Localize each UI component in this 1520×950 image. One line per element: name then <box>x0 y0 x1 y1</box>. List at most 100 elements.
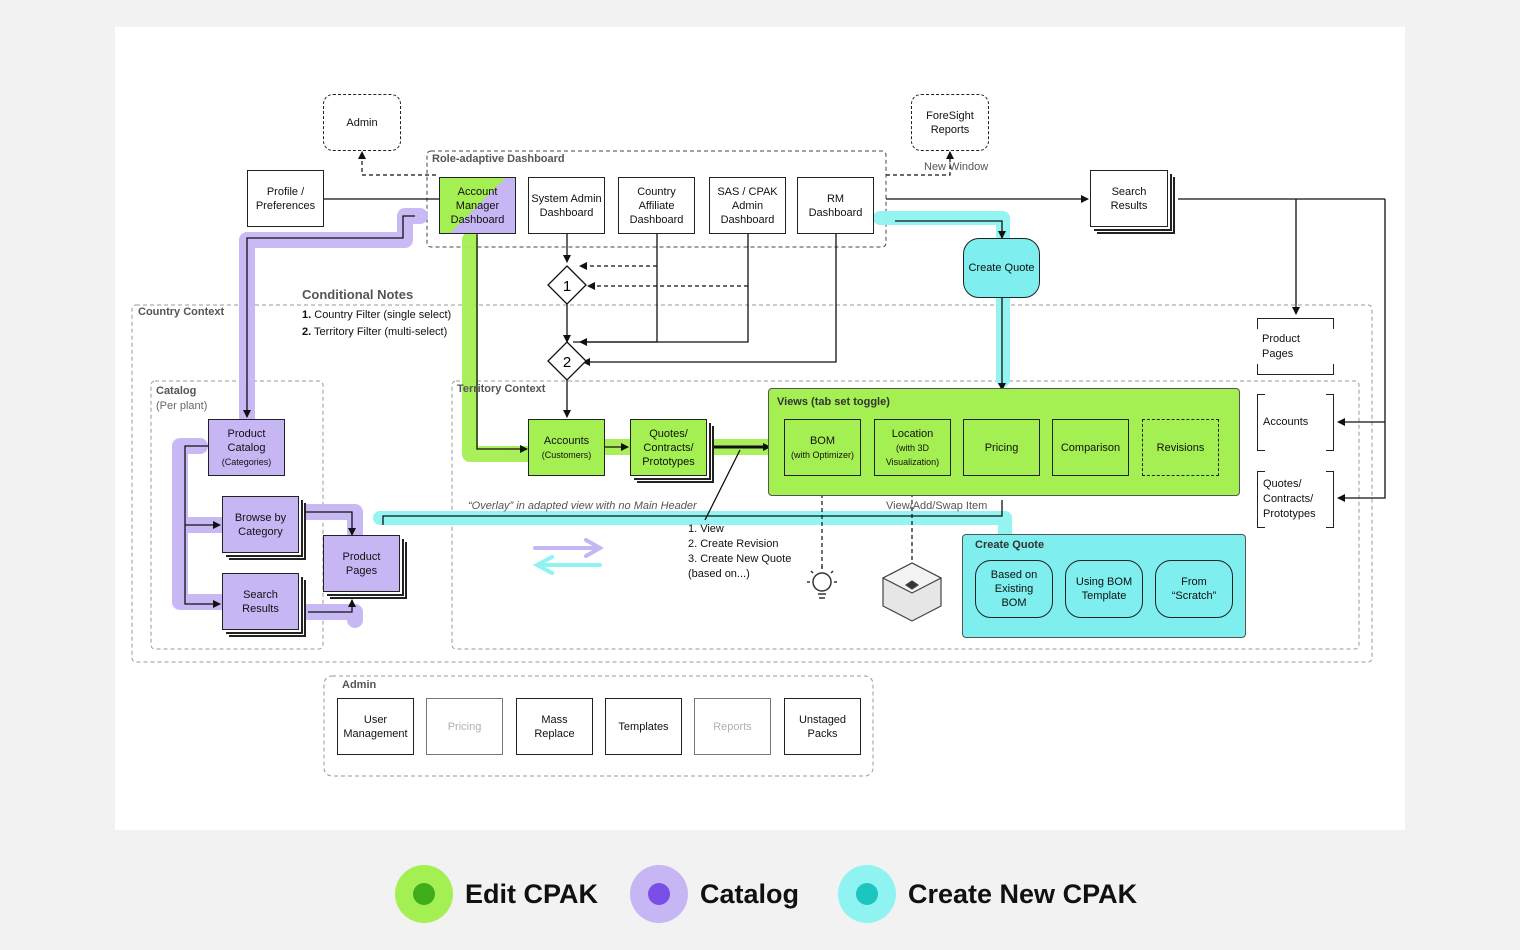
view-tab-bom[interactable]: BOM (with Optimizer) <box>784 419 861 476</box>
catalog-product-pages-node[interactable]: Product Pages <box>323 535 400 592</box>
location-sub: (with 3D Visualization) <box>885 442 940 467</box>
region-admin <box>323 675 874 777</box>
create-quote-node[interactable]: Create Quote <box>963 238 1040 298</box>
admin-section-title: Admin <box>342 679 377 691</box>
country-affiliate-dashboard[interactable]: Country Affiliate Dashboard <box>618 177 695 234</box>
catalog-title: Catalog <box>156 385 197 397</box>
legend-catalog-label: Catalog <box>700 878 800 909</box>
product-pages-bracket[interactable]: Product Pages <box>1257 318 1334 375</box>
quote-action-new: 3. Create New Quote <box>688 553 792 565</box>
legend-create-new-cpak: Create New CPAK <box>838 864 1137 924</box>
edit-cpak-highlight <box>462 232 783 462</box>
revisions-label: Revisions <box>1156 441 1205 454</box>
create-option-scratch-label: From “Scratch” <box>1171 576 1217 602</box>
region-country-context <box>131 304 1373 663</box>
country-affiliate-label: Country Affiliate Dashboard <box>629 185 684 226</box>
admin-node-label: Admin <box>346 116 378 129</box>
location-label: Location <box>891 427 934 440</box>
region-catalog <box>150 380 324 650</box>
create-option-existing-bom[interactable]: Based on Existing BOM <box>975 560 1053 618</box>
view-tab-pricing[interactable]: Pricing <box>963 419 1040 476</box>
quote-actions-list: 1. View 2. Create Revision 3. Create New… <box>688 522 791 582</box>
view-tab-location[interactable]: Location (with 3D Visualization) <box>874 419 951 476</box>
catalog-search-results-node[interactable]: Search Results <box>222 573 299 630</box>
quotes-contracts-node[interactable]: Quotes/ Contracts/ Prototypes <box>630 419 707 476</box>
admin-templates[interactable]: Templates <box>605 698 682 755</box>
accounts-label: Accounts <box>1263 416 1309 428</box>
create-option-bom-template[interactable]: Using BOM Template <box>1065 560 1143 618</box>
legend-create-new-cpak-label: Create New CPAK <box>908 878 1138 909</box>
admin-unstaged-packs[interactable]: Unstaged Packs <box>784 698 861 755</box>
lightbulb-icon <box>807 566 837 599</box>
admin-pricing-label: Pricing <box>447 720 482 733</box>
quote-action-revision: 2. Create Revision <box>688 538 779 550</box>
foresight-reports-label: ForeSight Reports <box>926 109 974 136</box>
rm-dashboard-label: RM Dashboard <box>808 192 863 219</box>
comparison-label: Comparison <box>1060 441 1121 454</box>
decision-1: 1 <box>547 265 587 305</box>
conditional-note-2: 2. Territory Filter (multi-select) <box>302 326 447 338</box>
create-quote-title: Create Quote <box>975 539 1045 551</box>
admin-user-management-label: User Management <box>343 713 408 740</box>
views-title: Views (tab set toggle) <box>777 396 890 408</box>
cube-3d-icon <box>881 562 943 622</box>
browse-by-category-label: Browse by Category <box>234 511 287 538</box>
catalog-subtitle: (Per plant) <box>156 400 208 412</box>
connector-lines <box>184 195 1386 613</box>
create-option-scratch[interactable]: From “Scratch” <box>1155 560 1233 618</box>
admin-mass-replace-label: Mass Replace <box>534 713 575 740</box>
profile-preferences-node[interactable]: Profile / Preferences <box>247 170 324 227</box>
product-pages-label: Product Pages <box>1262 333 1300 360</box>
legend-catalog-swatch <box>630 865 688 923</box>
foresight-reports-node[interactable]: ForeSight Reports <box>911 94 989 151</box>
quote-action-based-on: (based on...) <box>688 568 750 580</box>
catalog-product-pages-label: Product Pages <box>342 550 381 577</box>
admin-pricing[interactable]: Pricing <box>426 698 503 755</box>
create-quote-node-label: Create Quote <box>968 262 1035 274</box>
admin-user-management[interactable]: User Management <box>337 698 414 755</box>
legend-catalog: Catalog <box>630 864 799 924</box>
conditional-note-1: 1. Country Filter (single select) <box>302 309 451 321</box>
role-dashboard-title: Role-adaptive Dashboard <box>432 153 565 165</box>
view-tab-comparison[interactable]: Comparison <box>1052 419 1129 476</box>
admin-unstaged-packs-label: Unstaged Packs <box>798 713 847 740</box>
catalog-search-results-label: Search Results <box>242 588 279 615</box>
product-catalog-node[interactable]: Product Catalog (Categories) <box>208 419 285 476</box>
legend-edit-cpak-label: Edit CPAK <box>465 878 598 909</box>
note-2-text: Territory Filter (multi-select) <box>314 326 448 338</box>
note-1-num: 1. <box>302 309 312 321</box>
admin-node[interactable]: Admin <box>323 94 401 151</box>
product-catalog-sub: (Categories) <box>221 456 272 467</box>
product-catalog-label: Product Catalog <box>227 427 266 454</box>
admin-reports[interactable]: Reports <box>694 698 771 755</box>
account-manager-dashboard[interactable]: Account Manager Dashboard <box>439 177 516 234</box>
legend-edit-cpak: Edit CPAK <box>395 864 598 924</box>
country-context-title: Country Context <box>138 306 225 318</box>
admin-reports-label: Reports <box>713 720 752 733</box>
view-tab-revisions[interactable]: Revisions <box>1142 419 1219 476</box>
create-option-template-label: Using BOM Template <box>1075 576 1133 602</box>
account-manager-label: Account Manager Dashboard <box>450 185 505 226</box>
legend-edit-cpak-swatch <box>395 865 453 923</box>
accounts-node-sub: (Customers) <box>541 449 592 460</box>
admin-templates-label: Templates <box>618 720 669 733</box>
sas-cpak-admin-dashboard[interactable]: SAS / CPAK Admin Dashboard <box>709 177 786 234</box>
system-admin-dashboard[interactable]: System Admin Dashboard <box>528 177 605 234</box>
quote-action-view: 1. View <box>688 523 724 535</box>
accounts-bracket[interactable]: Accounts <box>1257 394 1334 451</box>
admin-mass-replace[interactable]: Mass Replace <box>516 698 593 755</box>
quotes-contracts-label: Quotes/ Contracts/ Prototypes <box>642 427 695 468</box>
rm-dashboard[interactable]: RM Dashboard <box>797 177 874 234</box>
accounts-node[interactable]: Accounts (Customers) <box>528 419 605 476</box>
new-window-label: New Window <box>924 161 989 173</box>
territory-context-title: Territory Context <box>457 383 546 395</box>
search-results-top[interactable]: Search Results <box>1090 170 1168 227</box>
decision-1-label: 1 <box>563 278 571 295</box>
view-add-swap-note: View/Add/Swap Item <box>886 500 988 512</box>
overlay-note: “Overlay” in adapted view with no Main H… <box>468 500 697 512</box>
quotes-bracket[interactable]: Quotes/ Contracts/ Prototypes <box>1257 471 1334 528</box>
profile-preferences-label: Profile / Preferences <box>255 185 316 212</box>
browse-by-category-node[interactable]: Browse by Category <box>222 496 299 553</box>
decision-2-label: 2 <box>563 354 571 371</box>
